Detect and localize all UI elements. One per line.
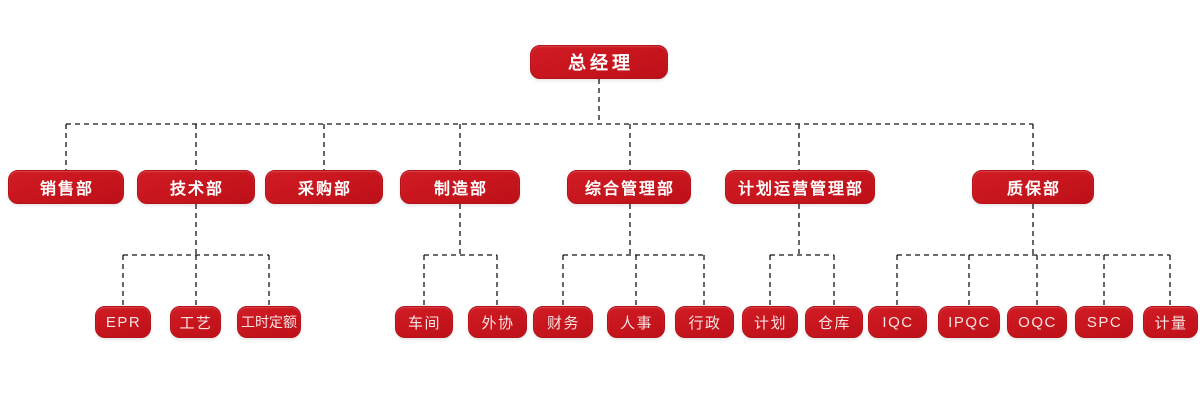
node-admin-hr[interactable]: 人事 — [607, 306, 665, 338]
node-mfg-outsourcing[interactable]: 外协 — [468, 306, 527, 338]
connector-tech — [122, 204, 270, 306]
node-dept-qa[interactable]: 质保部 — [972, 170, 1094, 204]
node-dept-purchasing[interactable]: 采购部 — [265, 170, 383, 204]
connector-general-admin — [562, 204, 705, 306]
node-tech-epr[interactable]: EPR — [95, 306, 151, 338]
node-plan-warehouse[interactable]: 仓库 — [805, 306, 863, 338]
connector-manufacturing — [423, 204, 498, 306]
connector-planning-ops — [769, 204, 835, 306]
node-qa-metrology[interactable]: 计量 — [1143, 306, 1198, 338]
connector-root — [65, 79, 1034, 170]
node-tech-craft[interactable]: 工艺 — [170, 306, 221, 338]
node-plan-planning[interactable]: 计划 — [742, 306, 798, 338]
node-general-manager[interactable]: 总经理 — [530, 45, 668, 79]
node-tech-labor-quota[interactable]: 工时定额 — [237, 306, 301, 338]
node-admin-finance[interactable]: 财务 — [533, 306, 593, 338]
node-qa-oqc[interactable]: OQC — [1007, 306, 1067, 338]
node-dept-planning-ops[interactable]: 计划运营管理部 — [725, 170, 875, 204]
node-qa-spc[interactable]: SPC — [1075, 306, 1133, 338]
node-mfg-workshop[interactable]: 车间 — [395, 306, 453, 338]
node-qa-iqc[interactable]: IQC — [868, 306, 927, 338]
node-qa-ipqc[interactable]: IPQC — [938, 306, 1000, 338]
node-dept-general-admin[interactable]: 综合管理部 — [567, 170, 691, 204]
node-dept-manufacturing[interactable]: 制造部 — [400, 170, 520, 204]
node-dept-tech[interactable]: 技术部 — [137, 170, 255, 204]
connector-qa — [896, 204, 1171, 306]
node-dept-sales[interactable]: 销售部 — [8, 170, 124, 204]
node-admin-administration[interactable]: 行政 — [675, 306, 734, 338]
